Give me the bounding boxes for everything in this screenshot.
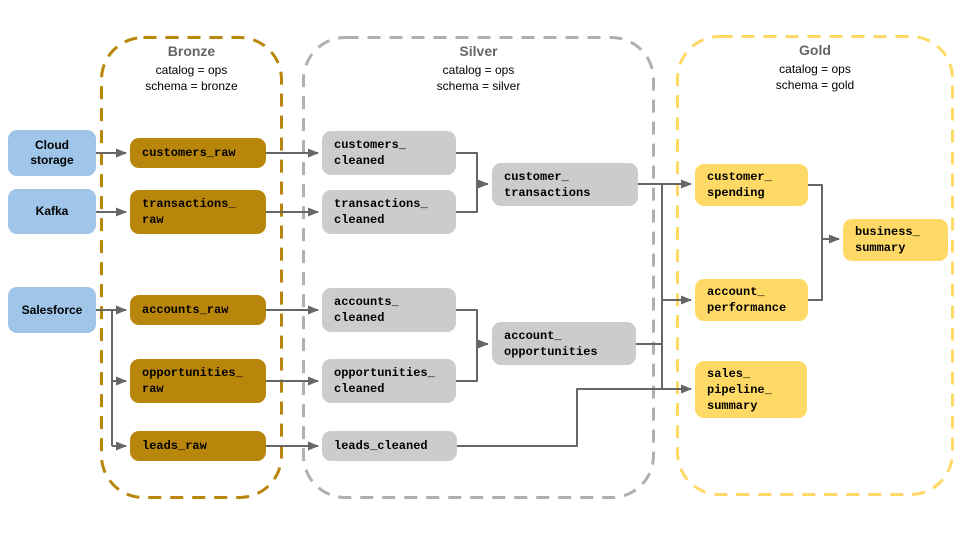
source-salesforce: Salesforce bbox=[8, 287, 96, 333]
table-account-opportunities: account_ opportunities bbox=[492, 322, 636, 365]
zone-silver-header: Silver catalog = ops schema = silver bbox=[303, 43, 654, 94]
edge-leadscleaned-salespipeline bbox=[457, 384, 692, 447]
table-opportunities-raw: opportunities_ raw bbox=[130, 359, 266, 403]
zone-gold-schema: schema = gold bbox=[775, 78, 855, 92]
table-accounts-cleaned: accounts_ cleaned bbox=[322, 288, 456, 332]
table-leads-raw: leads_raw bbox=[130, 431, 266, 461]
table-leads-cleaned: leads_cleaned bbox=[322, 431, 457, 461]
zone-gold-border bbox=[676, 35, 954, 496]
table-transactions-raw: transactions_ raw bbox=[130, 190, 266, 234]
table-customers-raw: customers_raw bbox=[130, 138, 266, 168]
table-opportunities-cleaned: opportunities_ cleaned bbox=[322, 359, 456, 403]
edge-merge-account-opportunities bbox=[456, 309, 478, 382]
edge-merge-customer-transactions bbox=[456, 152, 478, 213]
zone-bronze-title: Bronze bbox=[167, 43, 216, 59]
zone-silver-catalog: catalog = ops bbox=[442, 63, 515, 77]
zone-silver-title: Silver bbox=[459, 43, 498, 59]
source-kafka: Kafka bbox=[8, 189, 96, 234]
zone-bronze-catalog: catalog = ops bbox=[155, 63, 228, 77]
source-cloud-storage: Cloud storage bbox=[8, 130, 96, 176]
table-transactions-cleaned: transactions_ cleaned bbox=[322, 190, 456, 234]
edge-merge-business-summary bbox=[808, 184, 823, 301]
zone-bronze-header: Bronze catalog = ops schema = bronze bbox=[101, 43, 282, 94]
zone-gold-header: Gold catalog = ops schema = gold bbox=[677, 42, 953, 93]
table-customer-transactions: customer_ transactions bbox=[492, 163, 638, 206]
zone-gold-catalog: catalog = ops bbox=[779, 62, 851, 76]
table-account-performance: account_ performance bbox=[695, 279, 808, 321]
zone-bronze-schema: schema = bronze bbox=[145, 79, 238, 93]
zone-bronze-border bbox=[100, 36, 283, 499]
table-customer-spending: customer_ spending bbox=[695, 164, 808, 206]
table-sales-pipeline-summary: sales_ pipeline_ summary bbox=[695, 361, 807, 418]
zone-silver-schema: schema = silver bbox=[436, 79, 521, 93]
zone-gold-title: Gold bbox=[799, 42, 831, 58]
table-accounts-raw: accounts_raw bbox=[130, 295, 266, 325]
table-business-summary: business_ summary bbox=[843, 219, 948, 261]
zone-silver-border bbox=[302, 36, 655, 499]
table-customers-cleaned: customers_ cleaned bbox=[322, 131, 456, 175]
